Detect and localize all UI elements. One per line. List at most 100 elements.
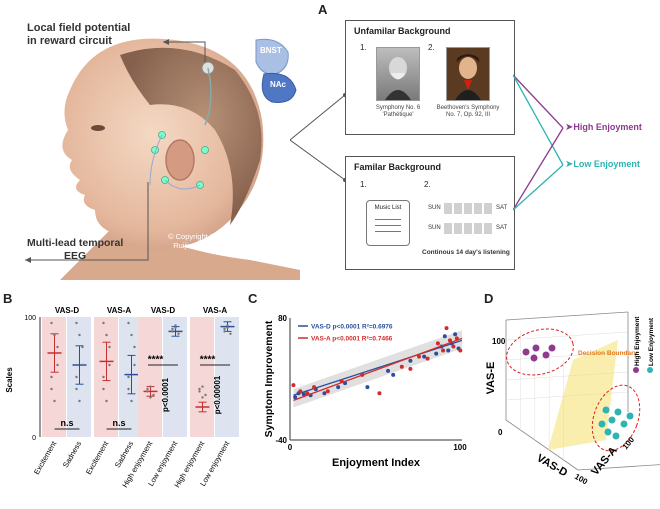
unfamiliar-title: Unfamilar Background [354, 26, 451, 36]
x-tick-label: Sadness [61, 439, 84, 469]
scatter-point [454, 336, 459, 341]
data-dot [201, 396, 204, 399]
scatter-point [441, 348, 446, 353]
data-dot [130, 399, 133, 403]
scatter-point [291, 383, 296, 388]
stat-label: **** [200, 355, 216, 366]
calendar-cell [474, 223, 482, 234]
low-point [626, 412, 634, 420]
data-dot [53, 333, 56, 337]
data-dot [105, 399, 108, 403]
scatter-point [377, 391, 382, 396]
data-dot [50, 375, 53, 379]
scatter-point [435, 341, 440, 346]
scatter-point [408, 366, 413, 371]
stat-label: **** [148, 355, 164, 366]
group-bg-left [190, 317, 214, 437]
low-point [612, 432, 620, 440]
group-bg-left [138, 317, 162, 437]
legend-label: VAS-A p<0.0001 R²=0.7466 [311, 336, 393, 343]
data-dot [149, 396, 152, 399]
high-point [522, 348, 530, 356]
data-dot [149, 385, 152, 388]
scatter-point [453, 332, 458, 337]
high-point [530, 354, 538, 362]
z-tick-100: 100 [492, 337, 506, 346]
calendar-cell [464, 203, 472, 214]
data-dot [78, 399, 81, 403]
data-dot [56, 363, 59, 367]
scatter-point [442, 334, 447, 339]
enjoyment-connectors [513, 74, 564, 211]
data-dot [81, 363, 84, 367]
data-dot [204, 393, 207, 397]
eeg-label-line2: EEG [64, 250, 87, 262]
copyright-line1: © Copyright 2023 [168, 232, 227, 241]
y-axis-label: Symptom Improvement [263, 320, 275, 437]
copyright-line2: Ruijin Hospital [173, 241, 222, 250]
data-dot [201, 385, 204, 388]
fit-line [293, 339, 463, 396]
calendar-cell [474, 203, 482, 214]
group-title: VAS-A [107, 306, 132, 315]
data-dot [50, 387, 53, 391]
p-value-label: p<0.0001 [161, 377, 170, 412]
z-axis-label: VAS-E [485, 362, 497, 395]
panel-d-letter: D [484, 291, 494, 306]
data-dot [152, 393, 155, 397]
data-dot [198, 390, 201, 393]
x-tick-label: Excitement [32, 439, 59, 476]
x-tick-0: 0 [288, 443, 293, 452]
data-dot [50, 321, 53, 325]
data-dot [226, 324, 229, 327]
data-dot [75, 375, 78, 379]
legend-label: VAS-D p<0.0001 R²=0.6976 [311, 324, 393, 331]
axis-vas-d [505, 419, 579, 471]
panel-c-letter: C [248, 291, 258, 306]
sun-label-2: SUN [428, 225, 441, 231]
stat-label: n.s [60, 418, 73, 428]
music-list-label: Music List [374, 205, 402, 211]
group-bg-right [215, 317, 239, 437]
head-illustration [25, 38, 300, 280]
scatter-point [391, 372, 396, 377]
scatter-point [444, 326, 449, 331]
calendar-cell [444, 203, 452, 214]
scatter-point [325, 389, 330, 394]
panel-a-letter: A [318, 2, 328, 17]
data-dot [146, 390, 149, 393]
scatter-point [386, 368, 391, 373]
scatter-point [458, 348, 463, 353]
calendar-cell [484, 203, 492, 214]
calendar-cell [454, 203, 462, 214]
low-point [614, 408, 622, 416]
unfamiliar-box: Unfamilar Background 1. 2. Symphony No. … [345, 20, 515, 135]
x-axis-label: Enjoyment Index [332, 457, 421, 469]
legend-high-marker [633, 367, 639, 373]
stat-label: n.s [112, 418, 125, 428]
data-dot [105, 333, 108, 337]
data-dot [102, 321, 105, 325]
item2-caption-line1: Beethoven's Symphony [436, 105, 500, 111]
scatter-point [451, 344, 456, 349]
calendar-cell [484, 223, 492, 234]
high-point [532, 344, 540, 352]
beethoven-portrait [446, 47, 490, 101]
data-dot [127, 387, 130, 391]
scatter-point [399, 364, 404, 369]
lfp-label-line1: Local field potential [27, 22, 131, 34]
axis-vas-a [577, 464, 660, 471]
scatter-point [434, 351, 439, 356]
y-axis-label: VAS-A [589, 445, 620, 478]
x-tick-100: 100 [453, 443, 467, 452]
data-dot [81, 345, 84, 349]
legend-low-marker [647, 367, 653, 373]
familiar-item2-num: 2. [424, 180, 431, 189]
y-tick-top: 80 [278, 314, 287, 323]
panel-b-letter: B [3, 291, 13, 306]
y-tick-bottom: -40 [275, 436, 287, 445]
calendar-cell [464, 223, 472, 234]
x-axis-label: VAS-D [535, 452, 570, 479]
unfamiliar-item2-num: 2. [428, 43, 435, 52]
